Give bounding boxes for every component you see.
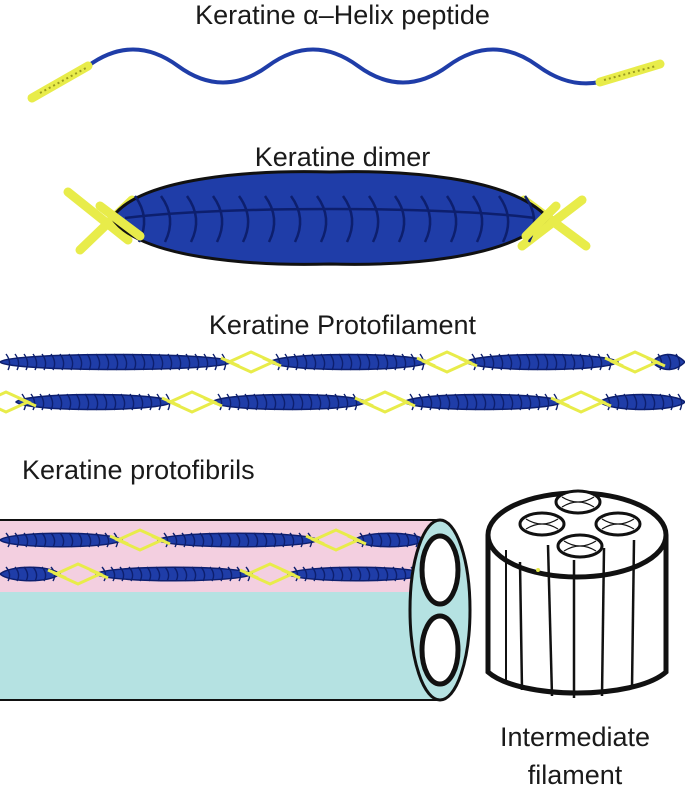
dimer-braid-stroke [497, 195, 510, 243]
dimer-braid-stroke [419, 195, 432, 243]
terminal-linker [0, 390, 37, 414]
dimer-tail-left-over [95, 201, 145, 241]
intermediate-label-line2: filament [527, 760, 623, 790]
dimer-braid-midline [124, 207, 536, 220]
if-subunit-left [518, 511, 566, 537]
dimer-braid-stroke [341, 195, 354, 243]
if-body [485, 535, 669, 696]
keratin-dimer [63, 170, 591, 266]
dimer-braid-stroke [315, 195, 328, 243]
protofibril-cylinder [0, 518, 472, 702]
helix-rope [268, 353, 430, 371]
if-subunit-bottom [556, 533, 604, 559]
helix-rope [14, 393, 174, 411]
alpha-helix-peptide [27, 47, 665, 103]
terminal-linker [354, 390, 416, 414]
terminal-linker [416, 350, 478, 374]
protofilament-title: Keratine Protofilament [208, 310, 477, 340]
protofilament [0, 350, 685, 414]
helix-rope [0, 566, 62, 582]
terminal-linker [161, 390, 223, 414]
if-yellow-dot [536, 568, 540, 572]
dimer-tail-left-a [63, 187, 133, 245]
n-terminal-dots [39, 67, 87, 94]
dimer-braid-stroke [185, 195, 198, 243]
protofibrils-title: Keratine protofibrils [22, 455, 255, 485]
helix-rope [352, 532, 427, 548]
dimer-braid-stroke [367, 195, 380, 243]
helix-rope [650, 353, 685, 371]
if-rod-1 [518, 561, 524, 691]
protofibril-strands [0, 528, 427, 586]
if-subunit-top [554, 489, 602, 515]
helix-rope [464, 353, 620, 371]
if-subunit-right [594, 511, 642, 537]
dimer-braid-stroke [393, 195, 406, 243]
terminal-linker [220, 350, 282, 374]
helix-rope [210, 393, 368, 411]
helix-rope [156, 532, 320, 548]
peptide-title: Keratine α–Helix peptide [195, 0, 490, 30]
terminal-linker [550, 390, 612, 414]
intermediate-filament [485, 489, 669, 698]
if-rod-2 [546, 544, 554, 697]
intermediate-label-line1: Intermediate [499, 722, 651, 752]
terminal-linker [604, 350, 666, 374]
peptide-chain [86, 47, 601, 86]
dimer-braid-lines [124, 195, 536, 243]
terminal-linker [305, 528, 367, 552]
dimer-braid-stroke [237, 195, 250, 243]
helix-rope [598, 393, 685, 411]
dimer-braid-stroke [445, 195, 458, 243]
intermediate-filament-title: Intermediate filament [470, 718, 680, 794]
dimer-braid-stroke [211, 195, 224, 243]
cylinder-end-upper-tube [419, 533, 461, 607]
helix-rope [94, 566, 254, 582]
terminal-linker [239, 562, 301, 586]
helix-rope [0, 353, 234, 371]
dimer-braid-stroke [263, 195, 276, 243]
dimer-braid-stroke [159, 195, 172, 243]
dimer-braid-stroke [471, 195, 484, 243]
helix-rope [402, 393, 564, 411]
dimer-tail-right-over [521, 201, 561, 241]
dimer-braid-stroke [289, 195, 302, 243]
cylinder-end-lower-tube [419, 613, 461, 687]
helix-rope [0, 532, 124, 548]
c-terminal-dots [603, 65, 657, 81]
if-rod-4 [600, 547, 606, 697]
terminal-linker [47, 562, 109, 586]
if-rod-5 [630, 539, 636, 689]
dimer-title: Keratine dimer [254, 142, 431, 172]
helix-rope [286, 566, 427, 582]
terminal-linker [109, 528, 171, 552]
